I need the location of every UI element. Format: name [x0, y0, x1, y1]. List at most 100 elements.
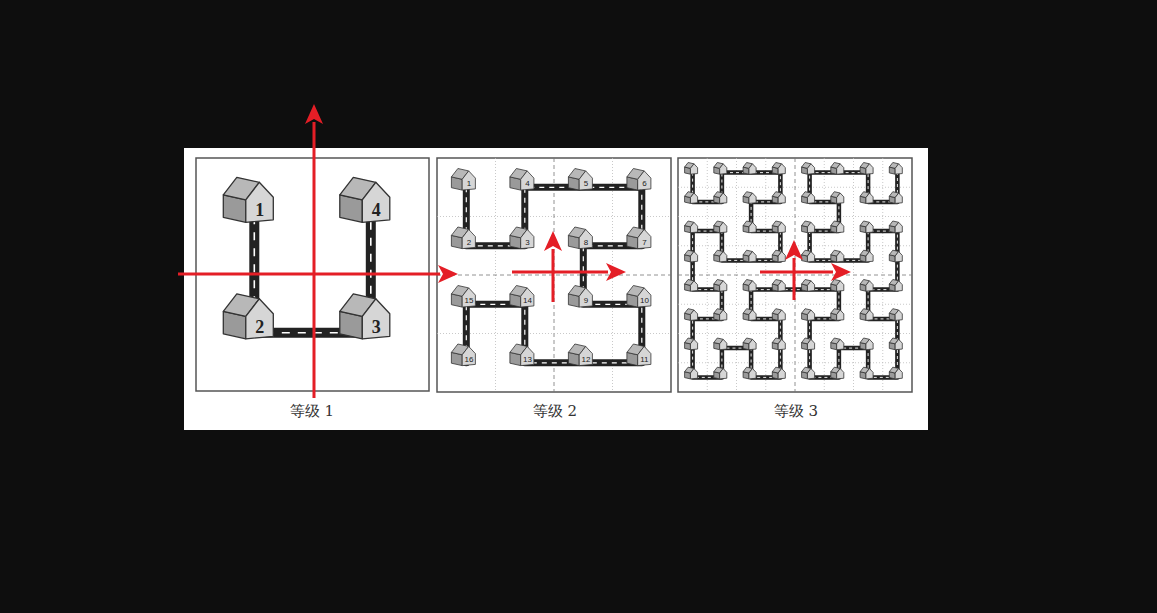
house-number: 9: [584, 297, 588, 305]
house: [802, 250, 815, 262]
house-front: [362, 182, 390, 222]
house-number: 2: [255, 318, 264, 336]
house-front: [895, 193, 902, 203]
house-front: [720, 310, 727, 320]
house-front: [521, 171, 534, 190]
house: [223, 177, 273, 222]
house-front: [521, 288, 534, 307]
house-number: 13: [523, 356, 532, 364]
house-number: 5: [584, 180, 588, 188]
arrow-head: [606, 263, 626, 281]
house: [860, 280, 873, 292]
house-front: [866, 164, 873, 174]
house-front: [690, 193, 697, 203]
arrow-shaft: [178, 273, 440, 276]
house-front: [749, 164, 756, 174]
house: [889, 250, 902, 262]
house-front: [895, 164, 902, 174]
image-ground: [184, 148, 928, 430]
house: [889, 163, 902, 175]
house-front: [778, 222, 785, 232]
house: [743, 250, 756, 262]
house-front: [362, 299, 390, 339]
house-front: [778, 252, 785, 262]
arrow-head: [438, 265, 458, 283]
grid-line: [678, 304, 912, 305]
house: [860, 338, 873, 350]
house-front: [895, 222, 902, 232]
house: [831, 338, 844, 350]
house-front: [866, 222, 873, 232]
house-front: [749, 369, 756, 379]
house-front: [749, 252, 756, 262]
house-front: [837, 281, 844, 291]
house: [743, 163, 756, 175]
house: [568, 286, 592, 308]
road-marking: [693, 173, 898, 378]
house: [714, 163, 727, 175]
red-arrow: [544, 231, 562, 302]
house: [714, 367, 727, 379]
house-front: [720, 252, 727, 262]
house: [340, 177, 390, 222]
house: [889, 192, 902, 204]
house: [860, 163, 873, 175]
house: [451, 227, 475, 249]
red-arrow: [512, 263, 626, 281]
house-front: [807, 281, 814, 291]
house: [889, 221, 902, 233]
house: [223, 294, 273, 339]
house-front: [720, 164, 727, 174]
house-front: [778, 281, 785, 291]
house: [714, 338, 727, 350]
house-front: [720, 193, 727, 203]
road: [466, 187, 642, 362]
house: [510, 169, 534, 191]
house-front: [690, 222, 697, 232]
house: [685, 309, 698, 321]
house-number: 4: [525, 180, 529, 188]
house-number: 4: [372, 201, 381, 219]
house: [685, 338, 698, 350]
house-front: [778, 310, 785, 320]
house: [568, 169, 592, 191]
house: [831, 221, 844, 233]
grid-line: [678, 362, 912, 363]
house-front: [749, 193, 756, 203]
house-front: [749, 310, 756, 320]
house: [510, 227, 534, 249]
house-front: [895, 339, 902, 349]
house-front: [720, 369, 727, 379]
arrow-head: [305, 104, 323, 124]
house: [685, 280, 698, 292]
house-front: [807, 222, 814, 232]
house: [743, 280, 756, 292]
house: [772, 163, 785, 175]
house: [831, 280, 844, 292]
house: [714, 221, 727, 233]
house-front: [462, 288, 475, 307]
house-front: [462, 171, 475, 190]
grid-line: [795, 158, 796, 392]
house-front: [866, 252, 873, 262]
house-number: 8: [584, 239, 588, 247]
house: [831, 367, 844, 379]
house: [860, 309, 873, 321]
arrow-shaft: [552, 249, 555, 302]
red-arrow: [760, 263, 851, 281]
house-front: [579, 288, 592, 307]
arrow-head: [544, 231, 562, 251]
house-number: 3: [372, 318, 381, 336]
house: [772, 250, 785, 262]
house-number: 7: [642, 239, 646, 247]
house: [451, 286, 475, 308]
arrow-shaft: [313, 122, 316, 398]
arrow-shaft: [793, 258, 796, 300]
house: [802, 192, 815, 204]
house: [743, 338, 756, 350]
arrow-head: [831, 263, 851, 281]
house: [802, 221, 815, 233]
house-front: [690, 310, 697, 320]
house-front: [866, 193, 873, 203]
